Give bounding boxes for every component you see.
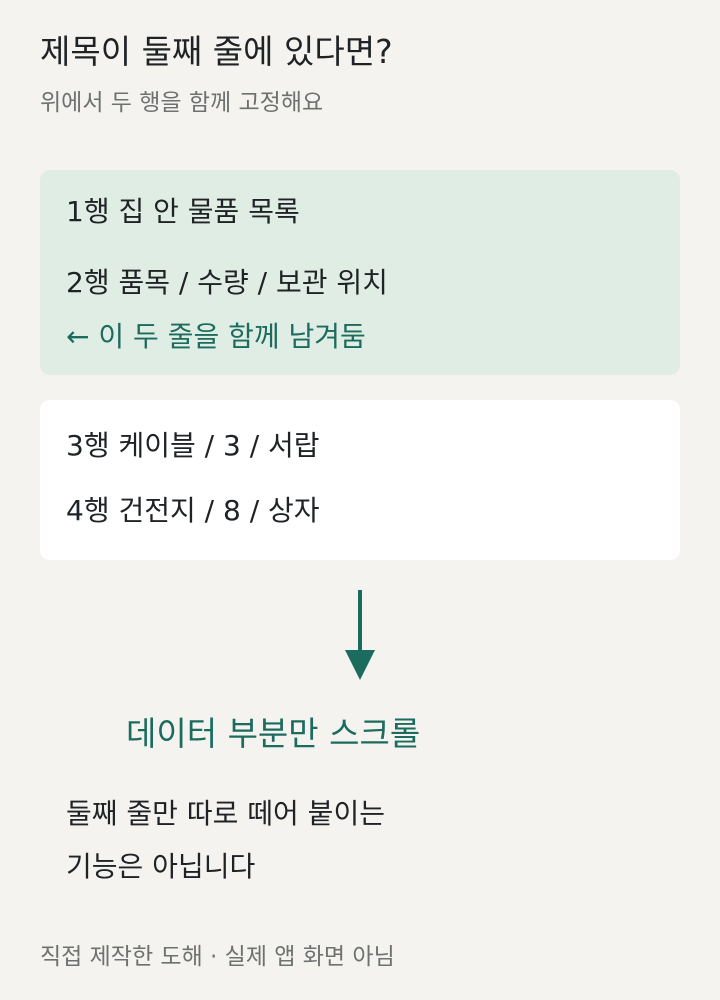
frozen-row-1: 1행 집 안 물품 목록	[66, 195, 300, 228]
footer-caption: 직접 제작한 도해 · 실제 앱 화면 아님	[40, 944, 395, 970]
frozen-row-2: 2행 품목 / 수량 / 보관 위치	[66, 266, 388, 299]
scroll-row-4: 4행 건전지 / 8 / 상자	[66, 494, 320, 527]
description-line-2: 기능은 아닙니다	[66, 850, 256, 883]
down-arrow-icon	[345, 590, 375, 680]
page-title: 제목이 둘째 줄에 있다면?	[40, 32, 393, 71]
page-subtitle: 위에서 두 행을 함께 고정해요	[40, 90, 324, 116]
frozen-note: ← 이 두 줄을 함께 남겨둠	[66, 320, 366, 353]
frozen-rows-card: 1행 집 안 물품 목록 2행 품목 / 수량 / 보관 위치 ← 이 두 줄을…	[40, 170, 680, 375]
scroll-rows-card: 3행 케이블 / 3 / 서랍 4행 건전지 / 8 / 상자	[40, 400, 680, 560]
description-line-1: 둘째 줄만 따로 떼어 붙이는	[66, 797, 385, 830]
scroll-label: 데이터 부분만 스크롤	[126, 714, 421, 753]
scroll-row-3: 3행 케이블 / 3 / 서랍	[66, 429, 320, 462]
